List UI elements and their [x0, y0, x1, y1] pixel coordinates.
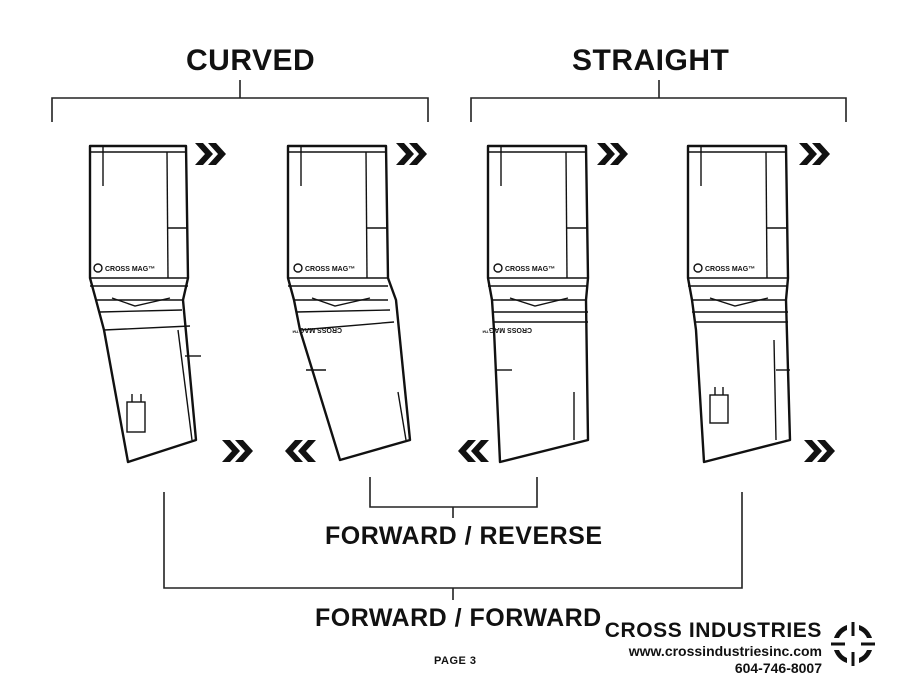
forward-forward-label: FORWARD / FORWARD — [315, 604, 602, 632]
magazine-brand-label: CROSS MAG™ — [305, 266, 355, 273]
magazine-brand-label-reversed: CROSS MAG™ — [292, 326, 342, 333]
arrow-left-icon-1 — [285, 440, 316, 462]
forward-reverse-bracket — [369, 477, 538, 518]
forward-forward-bracket — [163, 492, 743, 600]
company-info: CROSS INDUSTRIES www.crossindustriesinc.… — [605, 620, 822, 677]
curved-bracket — [51, 80, 429, 122]
magazine-brand-label-reversed: CROSS MAG™ — [482, 326, 532, 333]
arrow-right-icon-3 — [597, 143, 628, 165]
arrow-left-icon-2 — [458, 440, 489, 462]
company-phone: 604-746-8007 — [734, 660, 822, 676]
straight-heading: STRAIGHT — [572, 44, 730, 77]
magazine-brand-label: CROSS MAG™ — [705, 266, 755, 273]
company-website: www.crossindustriesinc.com — [628, 643, 822, 659]
arrow-right-icon-5 — [222, 440, 253, 462]
magazine-brand-label: CROSS MAG™ — [105, 266, 155, 273]
magazine-straight-forward-forward: CROSS MAG™ — [686, 144, 792, 464]
magazine-curved-forward-forward: CROSS MAG™ — [88, 144, 201, 464]
crosshair-logo-icon — [831, 622, 875, 666]
magazine-straight-forward-reverse: CROSS MAG™ CROSS MAG™ — [482, 144, 590, 464]
curved-heading: CURVED — [186, 44, 316, 77]
arrow-right-icon-6 — [804, 440, 835, 462]
company-name: CROSS INDUSTRIES — [604, 619, 822, 642]
magazine-curved-forward-reverse: CROSS MAG™ CROSS MAG™ — [286, 144, 412, 462]
arrow-right-icon-1 — [195, 143, 226, 165]
forward-reverse-label: FORWARD / REVERSE — [325, 522, 603, 550]
arrow-right-icon-4 — [799, 143, 830, 165]
page-number: PAGE 3 — [434, 655, 477, 667]
straight-bracket — [470, 80, 847, 122]
magazine-brand-label: CROSS MAG™ — [505, 266, 555, 273]
arrow-right-icon-2 — [396, 143, 427, 165]
